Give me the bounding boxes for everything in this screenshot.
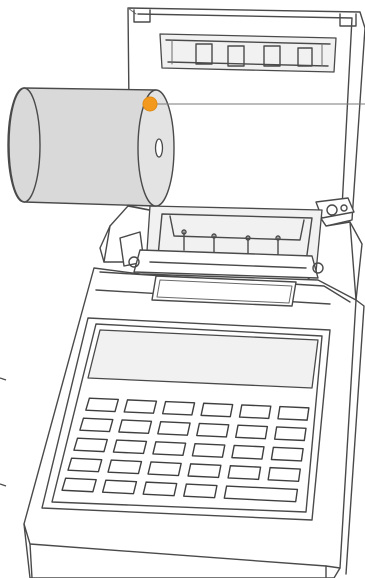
keypad-key	[240, 405, 271, 418]
left-tick-2	[0, 484, 6, 486]
left-tick-1	[0, 378, 6, 380]
keypad-key	[271, 447, 303, 461]
operator-display	[88, 330, 318, 388]
keypad-key	[232, 445, 264, 459]
lid-cutter-mechanism	[160, 34, 336, 72]
keypad-key	[86, 398, 119, 411]
keypad-key	[163, 402, 195, 415]
keypad-key	[201, 403, 233, 416]
keypad-key	[275, 427, 306, 441]
keypad-key	[113, 440, 146, 453]
keypad-key	[62, 478, 96, 492]
keypad-key	[143, 482, 177, 496]
customer-display	[152, 276, 296, 306]
roll-marker-dot	[143, 97, 157, 111]
keypad-key	[124, 400, 156, 413]
keypad-key	[148, 462, 181, 476]
keypad-key	[224, 486, 297, 502]
keypad-key	[197, 423, 229, 436]
keypad-key	[278, 407, 309, 421]
paper-compartment	[129, 206, 323, 278]
keypad-key	[268, 468, 300, 482]
keypad-key	[228, 466, 260, 480]
keypad-key	[158, 422, 190, 435]
keypad-key	[108, 460, 141, 474]
keypad-key	[103, 480, 137, 494]
keypad-key	[68, 458, 102, 471]
keypad-key	[74, 438, 107, 451]
keypad-key	[236, 425, 268, 439]
keypad-key	[153, 442, 186, 455]
keypad-key	[188, 464, 221, 478]
keypad-key	[192, 444, 224, 458]
keypad-key	[119, 420, 152, 433]
keypad-key	[80, 418, 113, 431]
keypad-key	[184, 484, 217, 498]
